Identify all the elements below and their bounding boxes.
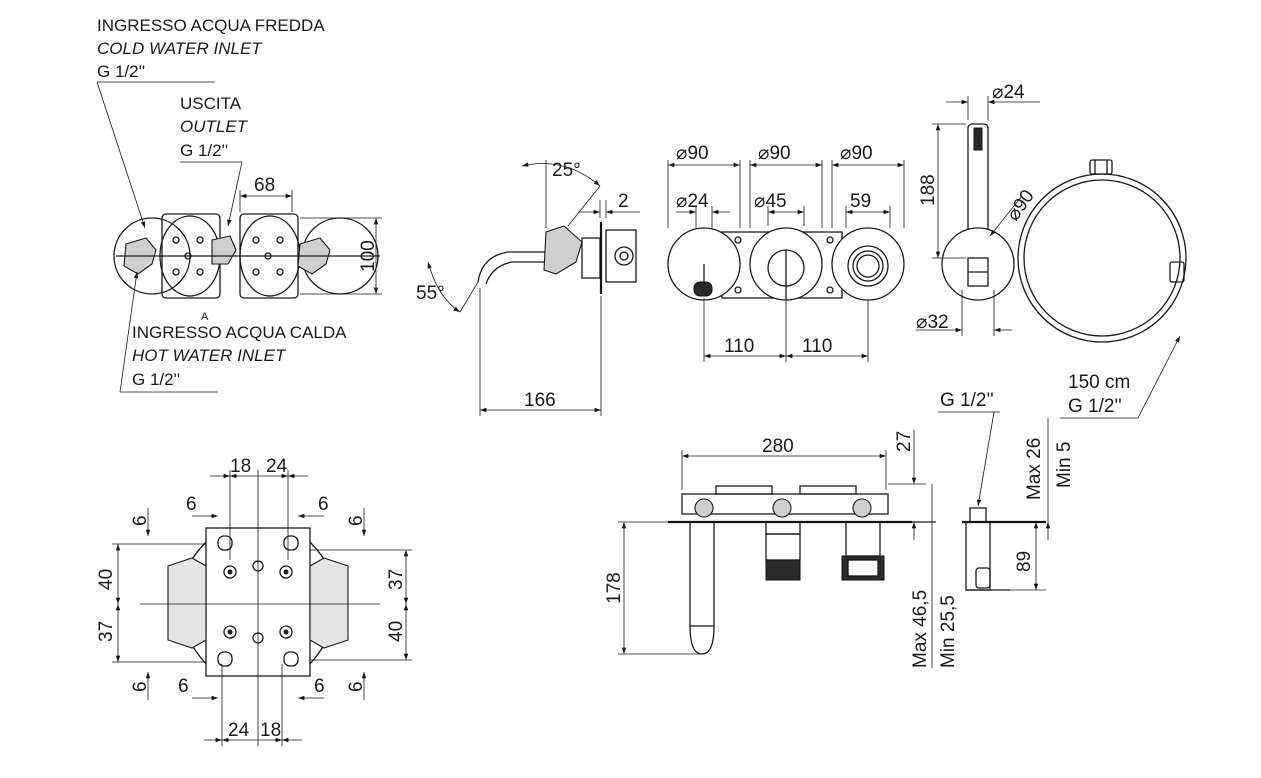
dim-spout-drop: 178 xyxy=(604,572,625,604)
front-view-roses: ⌀90 ⌀90 ⌀90 ⌀24 ⌀45 59 110 110 xyxy=(667,143,905,362)
dim-rose-diameter-2: ⌀90 xyxy=(758,143,791,164)
dim-plate-24-bottom: 24 xyxy=(228,720,250,741)
dim-plate-37-left: 37 xyxy=(96,621,117,642)
dim-plate-6-tr: 6 xyxy=(318,494,329,515)
shower-holder-section: G 1/2'' Max 26 Min 5 89 xyxy=(938,390,1075,591)
handle-section xyxy=(765,498,801,581)
dim-plate-width: 68 xyxy=(254,175,275,196)
dim-spacing-2: 110 xyxy=(802,336,832,357)
body-front-view: INGRESSO ACQUA FREDDA COLD WATER INLET G… xyxy=(96,16,382,393)
dim-plate-24-top: 24 xyxy=(266,456,288,477)
dim-angle-top: 25° xyxy=(552,160,581,181)
outlet-label-it: USCITA xyxy=(180,94,242,113)
dim-plate-6-br: 6 xyxy=(314,676,325,697)
mounting-plate-view: 18 24 6 6 6 6 40 37 37 40 6 6 6 6 xyxy=(96,456,412,746)
dim-plate-40-right: 40 xyxy=(386,621,407,642)
section-mark-a: A xyxy=(201,311,209,323)
dim-plate-6-bl: 6 xyxy=(178,676,189,697)
dim-holder-height: 89 xyxy=(1014,551,1035,572)
dim-plate-18-top: 18 xyxy=(230,456,251,477)
dim-handle-diameter: ⌀45 xyxy=(754,191,787,212)
dim-depth-min: Min 25,5 xyxy=(938,595,959,668)
outlet-thread: G 1/2'' xyxy=(180,141,228,160)
outlet-label-en: OUTLET xyxy=(180,117,249,136)
spout-side-view: 25° 55° 2 166 xyxy=(416,160,640,416)
dim-holder-min: Min 5 xyxy=(1054,442,1075,488)
dim-plate-height: 100 xyxy=(358,240,379,272)
dim-spacing-1: 110 xyxy=(724,336,754,357)
installation-section-view: 280 27 178 Max 46,5 Min 25,5 xyxy=(604,430,959,668)
dim-holder-max: Max 26 xyxy=(1024,438,1045,500)
dim-plate-18-bottom: 18 xyxy=(260,720,281,741)
dim-plate-6-lt: 6 xyxy=(130,515,151,526)
dim-plate-37-right: 37 xyxy=(386,569,407,590)
dim-plate-6-lb: 6 xyxy=(130,681,151,692)
dim-shower-rose: ⌀90 xyxy=(1003,186,1039,225)
hose-view: 150 cm G 1/2'' xyxy=(1017,159,1187,419)
dim-shower-base: ⌀32 xyxy=(916,312,949,333)
dim-depth-max: Max 46,5 xyxy=(910,590,931,668)
dim-wall-thickness: 2 xyxy=(618,191,629,212)
dim-body-height: 27 xyxy=(894,431,915,452)
dim-plate-40-left: 40 xyxy=(96,569,117,590)
hot-inlet-thread: G 1/2'' xyxy=(132,370,180,389)
dim-plate-6-rt: 6 xyxy=(346,515,367,526)
dim-body-length: 280 xyxy=(762,436,794,457)
dim-spout-length: 166 xyxy=(524,390,556,411)
dim-angle-bottom: 55° xyxy=(416,283,445,304)
dim-cartridge-width: 59 xyxy=(850,191,871,212)
dim-rose-diameter-3: ⌀90 xyxy=(840,143,873,164)
cartridge-rose xyxy=(831,227,905,301)
hot-inlet-label-en: HOT WATER INLET xyxy=(132,346,287,365)
dim-plate-6-tl: 6 xyxy=(186,494,197,515)
dim-spout-diameter: ⌀24 xyxy=(676,191,709,212)
spout-section xyxy=(689,498,715,655)
cold-inlet-thread: G 1/2'' xyxy=(97,62,145,81)
cold-inlet-label-it: INGRESSO ACQUA FREDDA xyxy=(97,16,325,35)
hose-length: 150 cm xyxy=(1068,372,1130,393)
dim-shower-length: 188 xyxy=(918,174,939,206)
shower-holder-thread: G 1/2'' xyxy=(940,390,994,411)
cold-inlet-label-en: COLD WATER INLET xyxy=(97,39,263,58)
dim-rose-diameter-1: ⌀90 xyxy=(676,143,709,164)
cartridge-section xyxy=(841,498,885,581)
dim-shower-diameter: ⌀24 xyxy=(992,82,1025,103)
hand-shower-view: ⌀24 188 ⌀90 ⌀32 xyxy=(916,82,1040,336)
hot-inlet-label-it: INGRESSO ACQUA CALDA xyxy=(132,323,347,342)
hose-thread: G 1/2'' xyxy=(1068,396,1122,417)
dim-plate-6-rb: 6 xyxy=(346,681,367,692)
